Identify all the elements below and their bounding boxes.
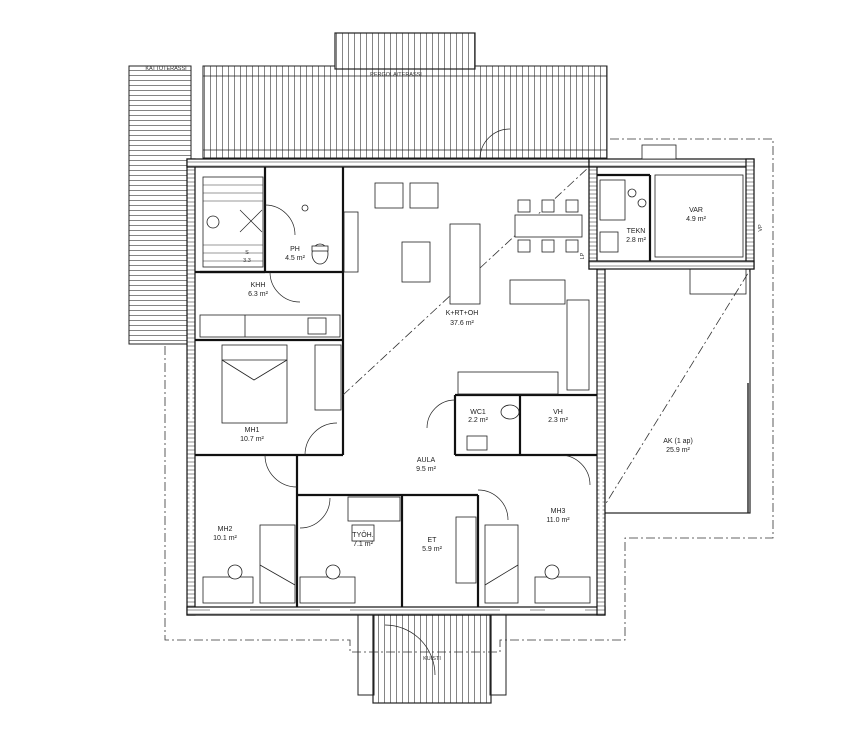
room-mh3: MH3 11.0 m² [477, 489, 591, 604]
tyoh-area: 7.1 m² [353, 541, 374, 548]
dining-table [514, 214, 583, 238]
sofa [449, 223, 481, 305]
room-vh: VH 2.3 m² [548, 409, 591, 486]
kitchen-area: 37.6 m² [450, 320, 474, 327]
aula-name: AULA [417, 457, 436, 464]
vh-name: VH [553, 409, 563, 416]
wc1-name: WC1 [470, 409, 486, 416]
s-name: S [245, 250, 249, 256]
interior-walls [195, 167, 652, 607]
s-area: 3.3 [243, 258, 251, 264]
bed-mh1 [221, 344, 288, 424]
room-kitchen-living: K+RT+OH 37.6 m² [343, 128, 590, 395]
room-tekn: TEKN 2.8 m² [599, 179, 647, 253]
wc1-area: 2.2 m² [468, 417, 489, 424]
carport: AK (1 ap) 25.9 m² VP LP [580, 224, 764, 514]
vp-mark: VP [758, 224, 764, 232]
room-mh2: MH2 10.1 m² [202, 524, 296, 604]
vh-area: 2.3 m² [548, 417, 569, 424]
mh2-name: MH2 [218, 526, 233, 533]
room-mh1: MH1 10.7 m² [221, 344, 342, 456]
carport-name: AK (1 ap) [663, 438, 693, 445]
mh1-area: 10.7 m² [240, 436, 264, 443]
mh1-name: MH1 [245, 427, 260, 434]
kitchen-name: K+RT+OH [446, 310, 479, 317]
roof-outline [164, 138, 774, 653]
khh-name: KHH [251, 282, 266, 289]
room-tyoh: TYÖH. 7.1 m² [299, 496, 401, 604]
coffee-table [401, 241, 431, 283]
room-khh: KHH 6.3 m² [199, 271, 341, 338]
sauna-stove-icon [206, 215, 220, 229]
porch-label: KUISTI [423, 656, 441, 662]
ph-area: 4.5 m² [285, 255, 306, 262]
et-name: ET [428, 537, 438, 544]
bed-mh3 [484, 524, 519, 604]
entrance-porch: KUISTI [357, 614, 507, 704]
desk-mh3 [534, 576, 591, 604]
var-name: VAR [689, 207, 703, 214]
windows [189, 360, 603, 613]
desk-tyoh [299, 576, 356, 604]
aula-area: 9.5 m² [416, 466, 437, 473]
pergola-terrace: PERGOLA/TERASSI [202, 32, 608, 159]
tekn-area: 2.8 m² [626, 237, 647, 244]
toilet-wc1-icon [500, 404, 520, 420]
tyoh-name: TYÖH. [352, 531, 373, 539]
room-ph: PH 4.5 m² [285, 204, 329, 265]
sauna-bath: S 3.3 [202, 176, 296, 268]
ph-name: PH [290, 246, 300, 253]
carport-area: 25.9 m² [666, 447, 690, 454]
room-et: ET 5.9 m² [422, 516, 477, 584]
roof-terrace-west: KATTOTERASSI [128, 65, 192, 345]
mh3-area: 11.0 m² [546, 517, 570, 524]
tekn-name: TEKN [627, 228, 646, 235]
room-var: VAR 4.9 m² [641, 144, 744, 258]
var-area: 4.9 m² [686, 216, 707, 223]
et-area: 5.9 m² [422, 546, 443, 553]
pergola-label: PERGOLA/TERASSI [370, 72, 422, 78]
lp-mark: LP [580, 252, 586, 259]
roof-terrace-label: KATTOTERASSI [145, 66, 187, 72]
room-wc1: WC1 2.2 m² [426, 399, 520, 451]
room-aula: AULA 9.5 m² [264, 454, 437, 488]
bed-mh2 [259, 524, 296, 604]
mh3-name: MH3 [551, 508, 566, 515]
mh2-area: 10.1 m² [213, 535, 237, 542]
khh-area: 6.3 m² [248, 291, 269, 298]
kitchen-island [509, 279, 566, 305]
desk-mh2 [202, 576, 254, 604]
